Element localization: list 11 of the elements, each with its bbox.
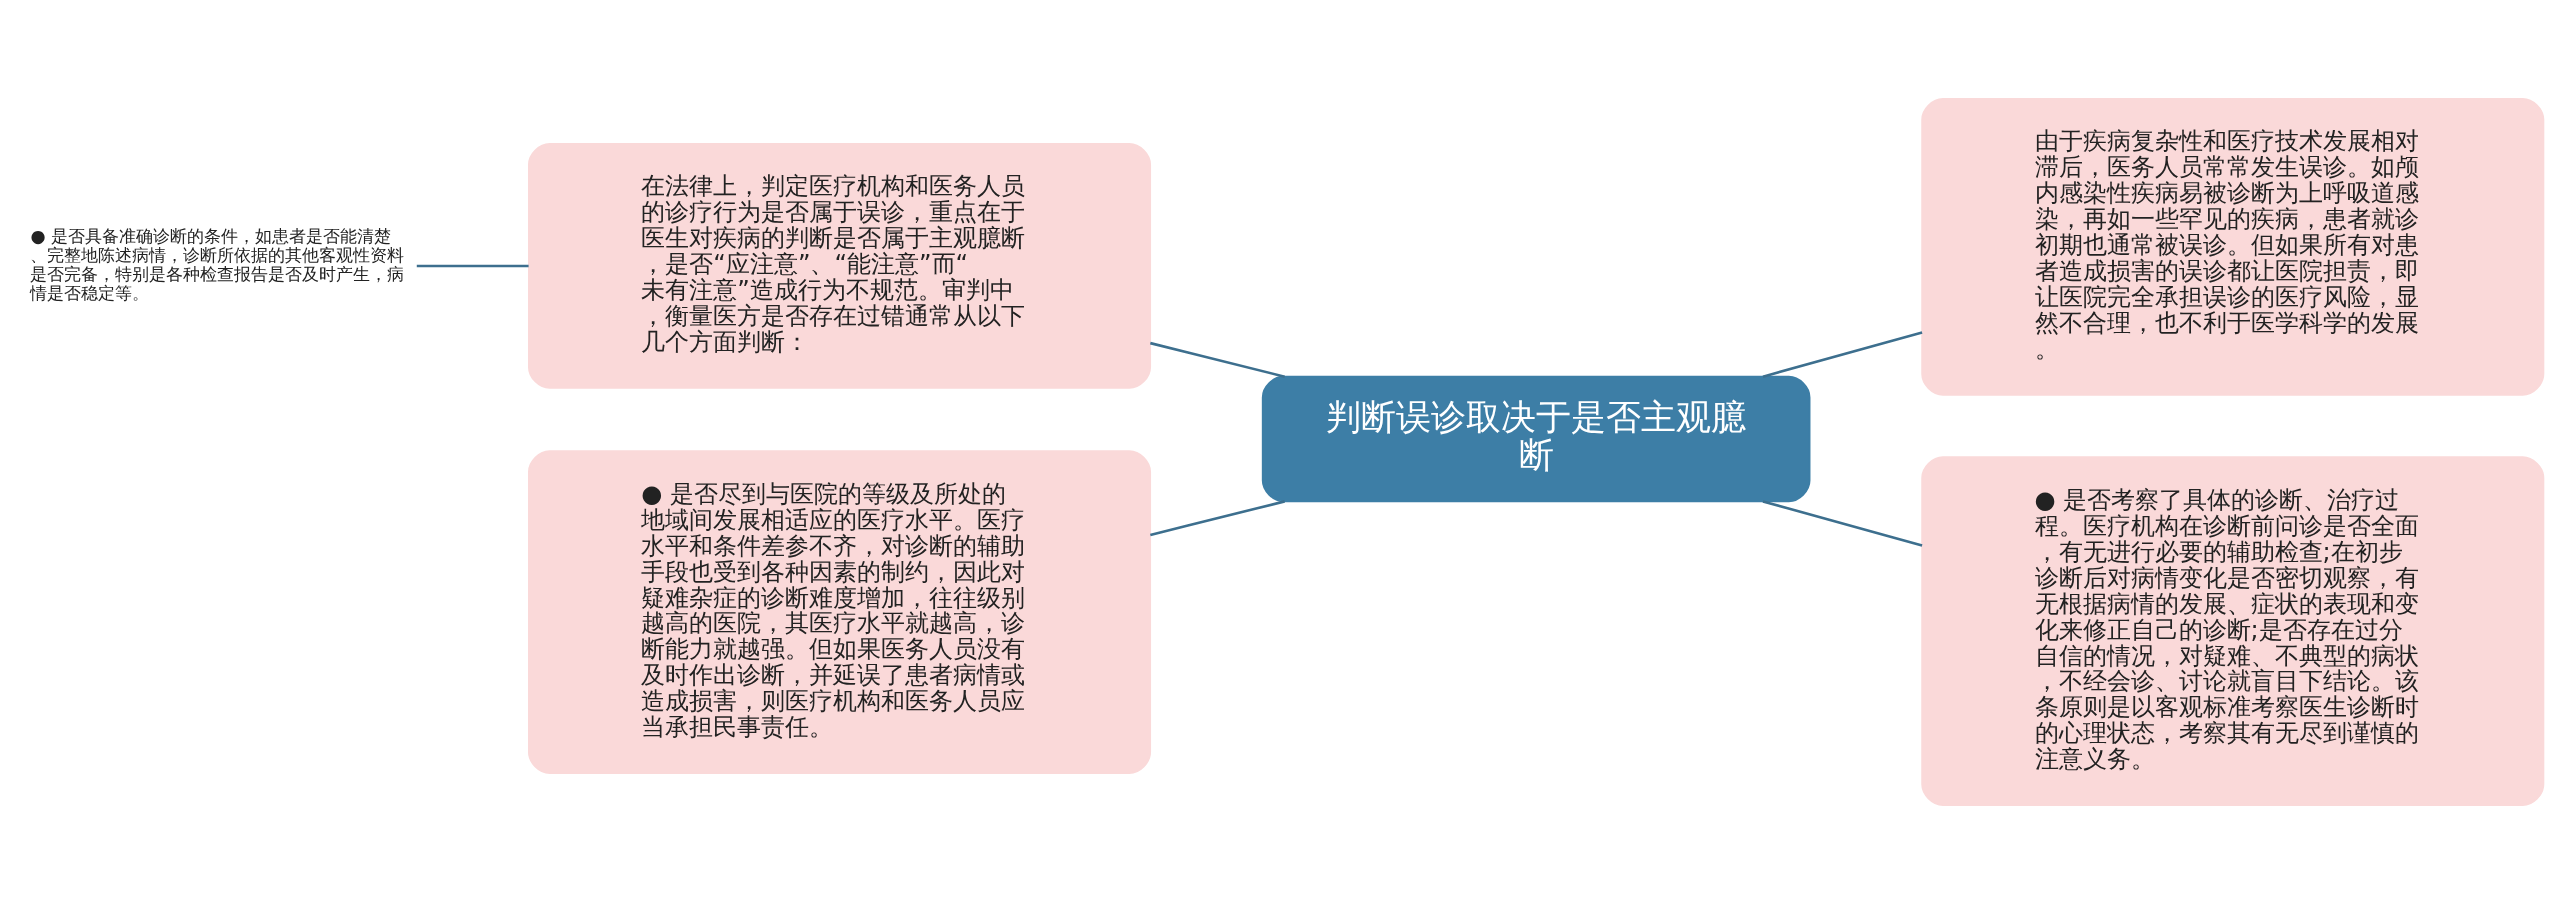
node-box: 判断误诊取决于是否主观臆断 <box>1261 375 1811 502</box>
node-box: ● 是否考察了具体的诊断、治疗过程。医疗机构在诊断前问诊是否全面，有无进行必要的辅助检查;在初步诊断后对病情变化是否密切观察，有无根据病情的发展、症状的表现和变化来修正自己的诊断;是否存在过分自信的情况，对疑难、不典型的病状，不经会诊、讨论就盲目下结论。该条原则是以客观标准考察医生诊断时的心理状态，考察其有无尽到谨慎的注意义务。 <box>1921 455 2545 806</box>
node-text: ● 是否具备准确诊断的条件，如患者是否能清楚、完整地陈述病情，诊断所依据的其他客观性资料是否完备，特别是各种检查报告是否及时产生，病情是否稳定等。 <box>30 225 405 303</box>
node-box: 在法律上，判定医疗机构和医务人员的诊疗行为是否属于误诊，重点在于医生对疾病的判断是否属于主观臆断，是否“应注意”、“能注意”而“未有注意”造成行为不规范。审判中，衡量医方是否存在过错通常从以下几个方面判断： <box>528 142 1152 389</box>
connector <box>416 264 529 267</box>
connector <box>1150 499 1285 536</box>
connector <box>1762 499 1923 547</box>
node-box: 由于疾病复杂性和医疗技术发展相对滞后，医务人员常常发生误诊。如颅内感染性疾病易被诊断为上呼吸道感染，再如一些罕见的疾病，患者就诊初期也通常被误诊。但如果所有对患者造成损害的误诊都让医院担责，即让医院完全承担误诊的医疗风险，显然不合理，也不利于医学科学的发展。 <box>1921 97 2545 396</box>
node-box: ● 是否尽到与医院的等级及所处的地域间发展相适应的医疗水平。医疗水平和条件差参不齐，对诊断的辅助手段也受到各种因素的制约，因此对疑难杂症的诊断难度增加，往往级别越高的医院，其医疗水平就越高，诊断能力就越强。但如果医务人员没有及时作出诊断，并延误了患者病情或造成损害，则医疗机构和医务人员应当承担民事责任。 <box>528 449 1152 774</box>
connector <box>1762 330 1923 378</box>
connector <box>1150 341 1285 378</box>
